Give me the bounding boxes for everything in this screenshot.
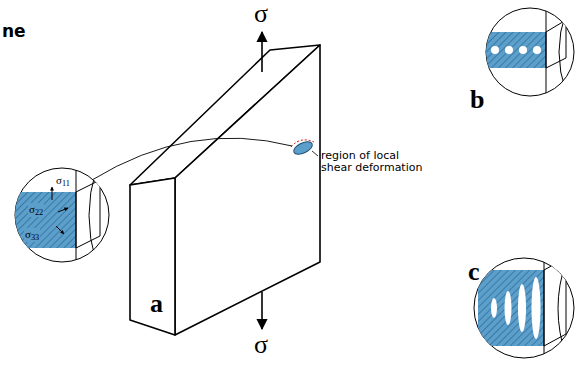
inset-letter: a	[150, 290, 163, 319]
shear-region	[292, 139, 314, 157]
inset-a	[10, 160, 109, 275]
stress-arrow	[261, 292, 263, 329]
region-label: region of local shear deformation	[321, 150, 433, 174]
inset-letter: b	[470, 86, 484, 115]
inset-c	[474, 255, 574, 362]
stress-symbol: σ	[254, 331, 268, 360]
shear-region-outline	[291, 140, 314, 147]
stress-component: σ11	[56, 174, 70, 188]
stress-arrow	[261, 32, 263, 72]
inset-letter: c	[468, 258, 480, 287]
leader-line	[312, 151, 318, 156]
stress-component: σ33	[24, 228, 40, 242]
inset-b	[484, 5, 574, 100]
page-fragment: ne	[2, 22, 26, 41]
leader-line	[92, 138, 292, 180]
stress-component: σ22	[28, 203, 44, 217]
stress-symbol: σ	[254, 0, 268, 29]
specimen-prism	[130, 45, 320, 335]
